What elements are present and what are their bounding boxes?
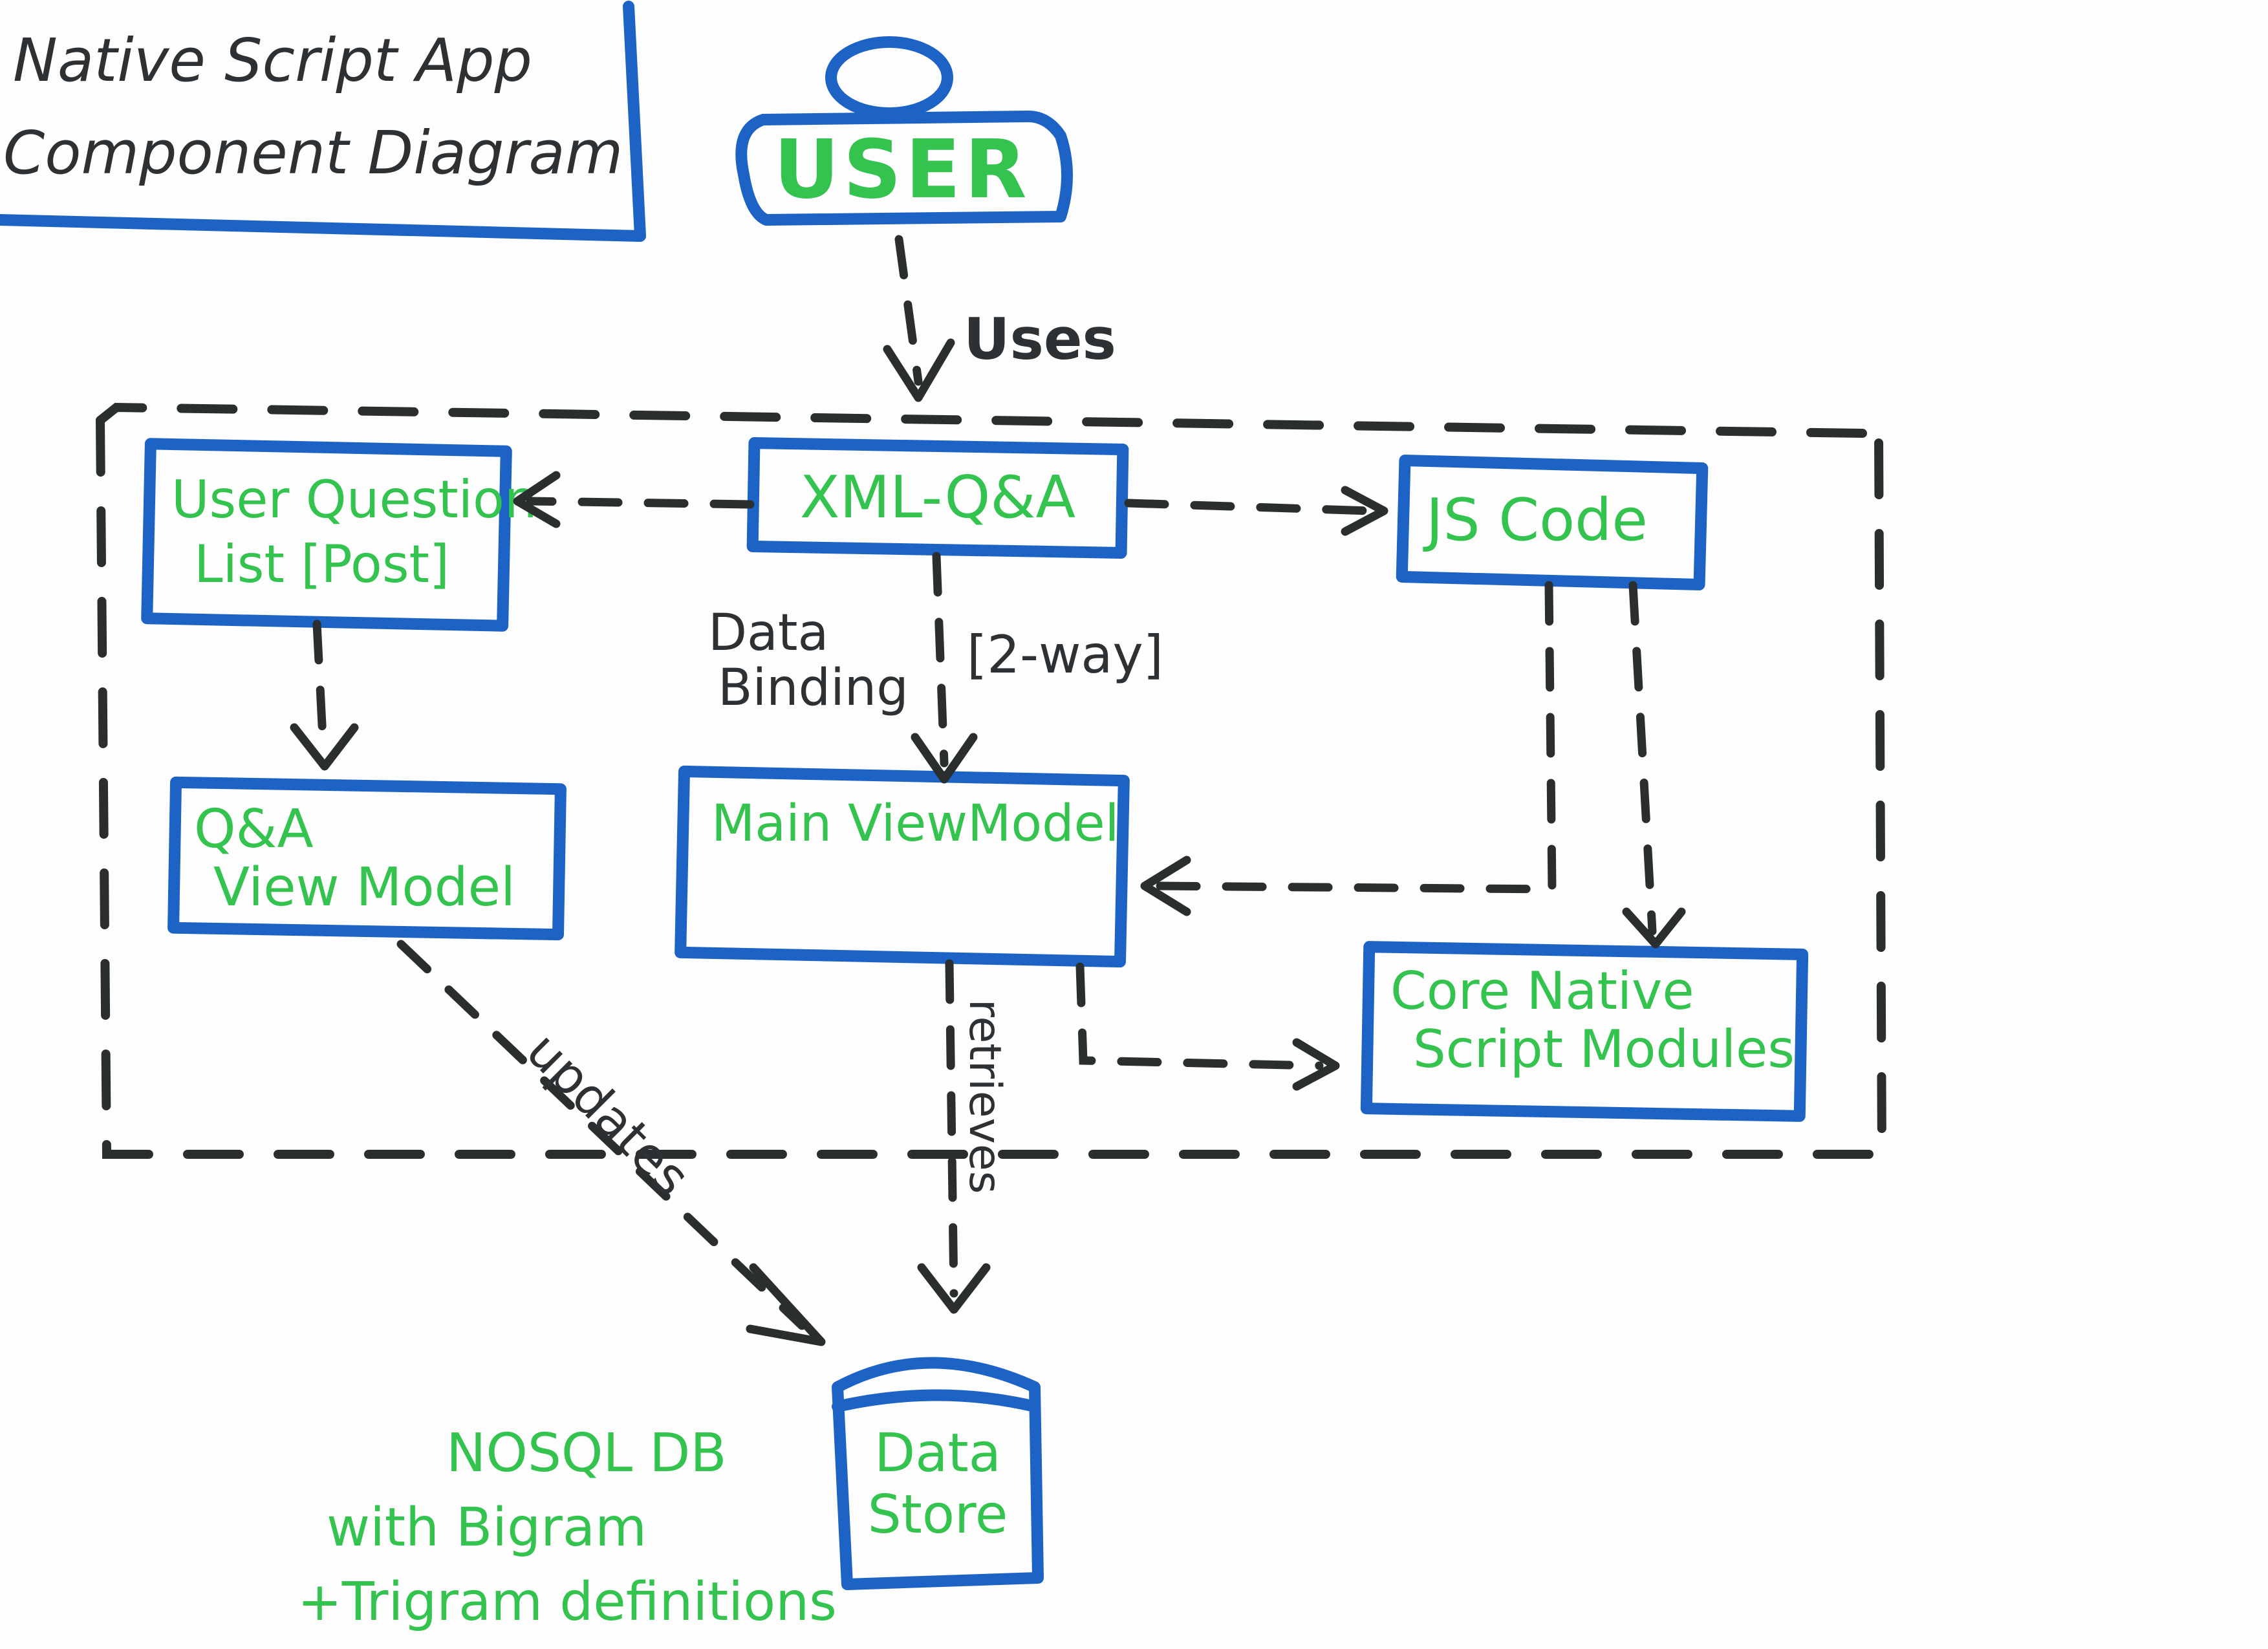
user-question-list-box: User Question List [Post] xyxy=(141,438,537,632)
user-question-list-line1: User Question xyxy=(171,469,537,530)
data-store-line1: Data xyxy=(874,1423,1001,1484)
main-view-model-box: Main ViewModel xyxy=(675,765,1130,968)
arrow-qa-view-model-to-data-store: updates xyxy=(396,940,826,1346)
xml-qa-box: XML-Q&A xyxy=(746,437,1129,559)
data-binding-line2: Binding xyxy=(718,659,909,717)
two-way-label: [2-way] xyxy=(967,625,1163,685)
arrow-main-view-model-to-core-modules xyxy=(1075,962,1340,1091)
nosql-note-line1: NOSQL DB xyxy=(446,1423,727,1484)
user-label: USER xyxy=(773,123,1030,217)
user-actor: USER xyxy=(735,36,1073,226)
qa-view-model-line2: View Model xyxy=(213,857,515,918)
user-question-list-line2: List [Post] xyxy=(194,534,449,594)
updates-label: updates xyxy=(515,1022,701,1207)
uses-label: Uses xyxy=(964,306,1116,372)
core-native-line1: Core Native xyxy=(1390,961,1694,1021)
js-code-box: JS Code xyxy=(1396,455,1709,590)
nosql-note-line3: +Trigram definitions xyxy=(297,1571,837,1633)
arrow-xml-to-js-code xyxy=(1124,486,1388,536)
title-line1: Native Script App xyxy=(13,26,532,95)
data-store-line2: Store xyxy=(868,1484,1008,1546)
arrow-xml-to-question-list xyxy=(513,471,755,528)
arrow-js-code-to-core-modules xyxy=(1622,581,1686,949)
data-binding-line1: Data xyxy=(708,604,828,662)
data-store-cylinder: Data Store xyxy=(832,1357,1044,1590)
main-view-model-label: Main ViewModel xyxy=(711,795,1119,853)
arrow-main-view-model-to-data-store: retrieves xyxy=(917,959,1010,1314)
title-box: Native Script App Component Diagram xyxy=(0,1,646,242)
arrow-xml-to-main-view-model: Data Binding [2-way] xyxy=(708,552,1163,784)
nosql-db-note: NOSQL DB with Bigram +Trigram definition… xyxy=(297,1423,837,1633)
xml-qa-label: XML-Q&A xyxy=(800,464,1075,532)
core-native-script-modules-box: Core Native Script Modules xyxy=(1360,941,1809,1122)
core-native-line2: Script Modules xyxy=(1413,1019,1795,1079)
title-line2: Component Diagram xyxy=(3,118,623,188)
qa-view-model-line1: Q&A xyxy=(194,799,314,860)
nosql-note-line2: with Bigram xyxy=(327,1497,647,1558)
arrow-question-list-to-qa-view-model xyxy=(290,620,359,771)
js-code-label: JS Code xyxy=(1423,486,1648,554)
qa-view-model-box: Q&A View Model xyxy=(167,776,567,941)
uses-arrow: Uses xyxy=(883,235,1116,402)
app-boundary xyxy=(96,402,1887,1159)
arrow-js-code-to-main-view-model xyxy=(1140,581,1557,916)
retrieves-label: retrieves xyxy=(959,999,1010,1194)
